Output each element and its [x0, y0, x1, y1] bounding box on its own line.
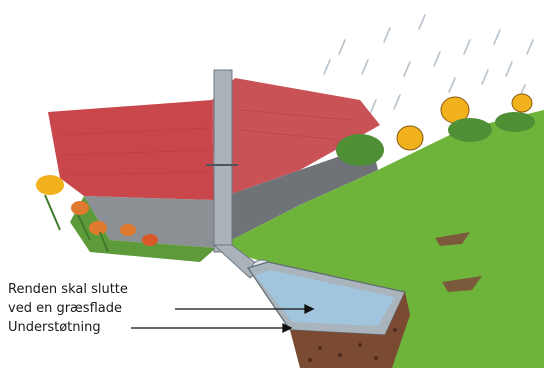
gutter-label-line-1: Renden skal slutte	[8, 281, 128, 298]
rain-streaks	[324, 15, 533, 114]
gutter-label-line-2: ved en græsflade	[8, 300, 122, 317]
support-label: Understøtning	[8, 319, 101, 336]
brick-wall-left	[48, 100, 214, 200]
downpipe	[214, 70, 232, 252]
